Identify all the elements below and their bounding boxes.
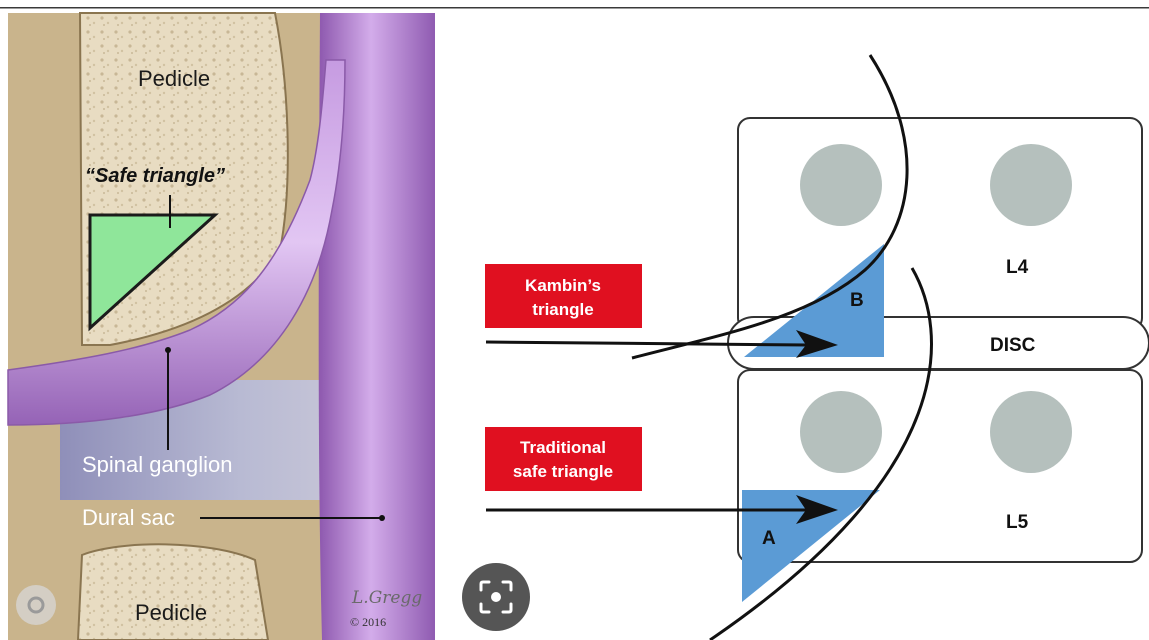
right-schematic-panel: Kambin’s triangle Traditional safe trian… (441, 13, 1149, 640)
copyright-label: © 2016 (350, 615, 386, 629)
artist-signature: L.Gregg (351, 588, 422, 608)
kambin-label-line1: Kambin’s (525, 276, 601, 295)
ganglion-dot (165, 347, 171, 353)
dural-sac-dot (379, 515, 385, 521)
l4-label: L4 (1006, 257, 1029, 278)
triangle-b-label: B (850, 290, 864, 311)
left-illustration-panel: Pedicle “Safe triangle” Spinal ganglion … (8, 13, 435, 640)
dural-sac-label: Dural sac (82, 505, 175, 530)
lens-search-icon[interactable] (462, 563, 530, 631)
pedicle-top-label: Pedicle (138, 66, 210, 91)
traditional-label-line2: safe triangle (513, 462, 613, 481)
lower-pedicle (78, 544, 268, 640)
traditional-label-line1: Traditional (520, 438, 606, 457)
l4-left-pedicle-circle (800, 144, 882, 226)
top-border-line (0, 7, 1149, 9)
traditional-label-box (485, 427, 642, 491)
l4-vertebra (738, 118, 1142, 330)
l5-right-pedicle-circle (990, 391, 1072, 473)
spinal-ganglion-label: Spinal ganglion (82, 452, 232, 477)
disc-label: DISC (990, 335, 1036, 356)
kambin-label-line2: triangle (532, 300, 593, 319)
pedicle-bottom-label: Pedicle (135, 600, 207, 625)
image-search-icon[interactable] (16, 585, 56, 625)
l4-right-pedicle-circle (990, 144, 1072, 226)
panel-divider (435, 13, 441, 640)
l5-left-pedicle-circle (800, 391, 882, 473)
l5-label: L5 (1006, 512, 1029, 533)
triangle-a-label: A (762, 528, 776, 549)
safe-triangle-label: “Safe triangle” (85, 165, 225, 187)
